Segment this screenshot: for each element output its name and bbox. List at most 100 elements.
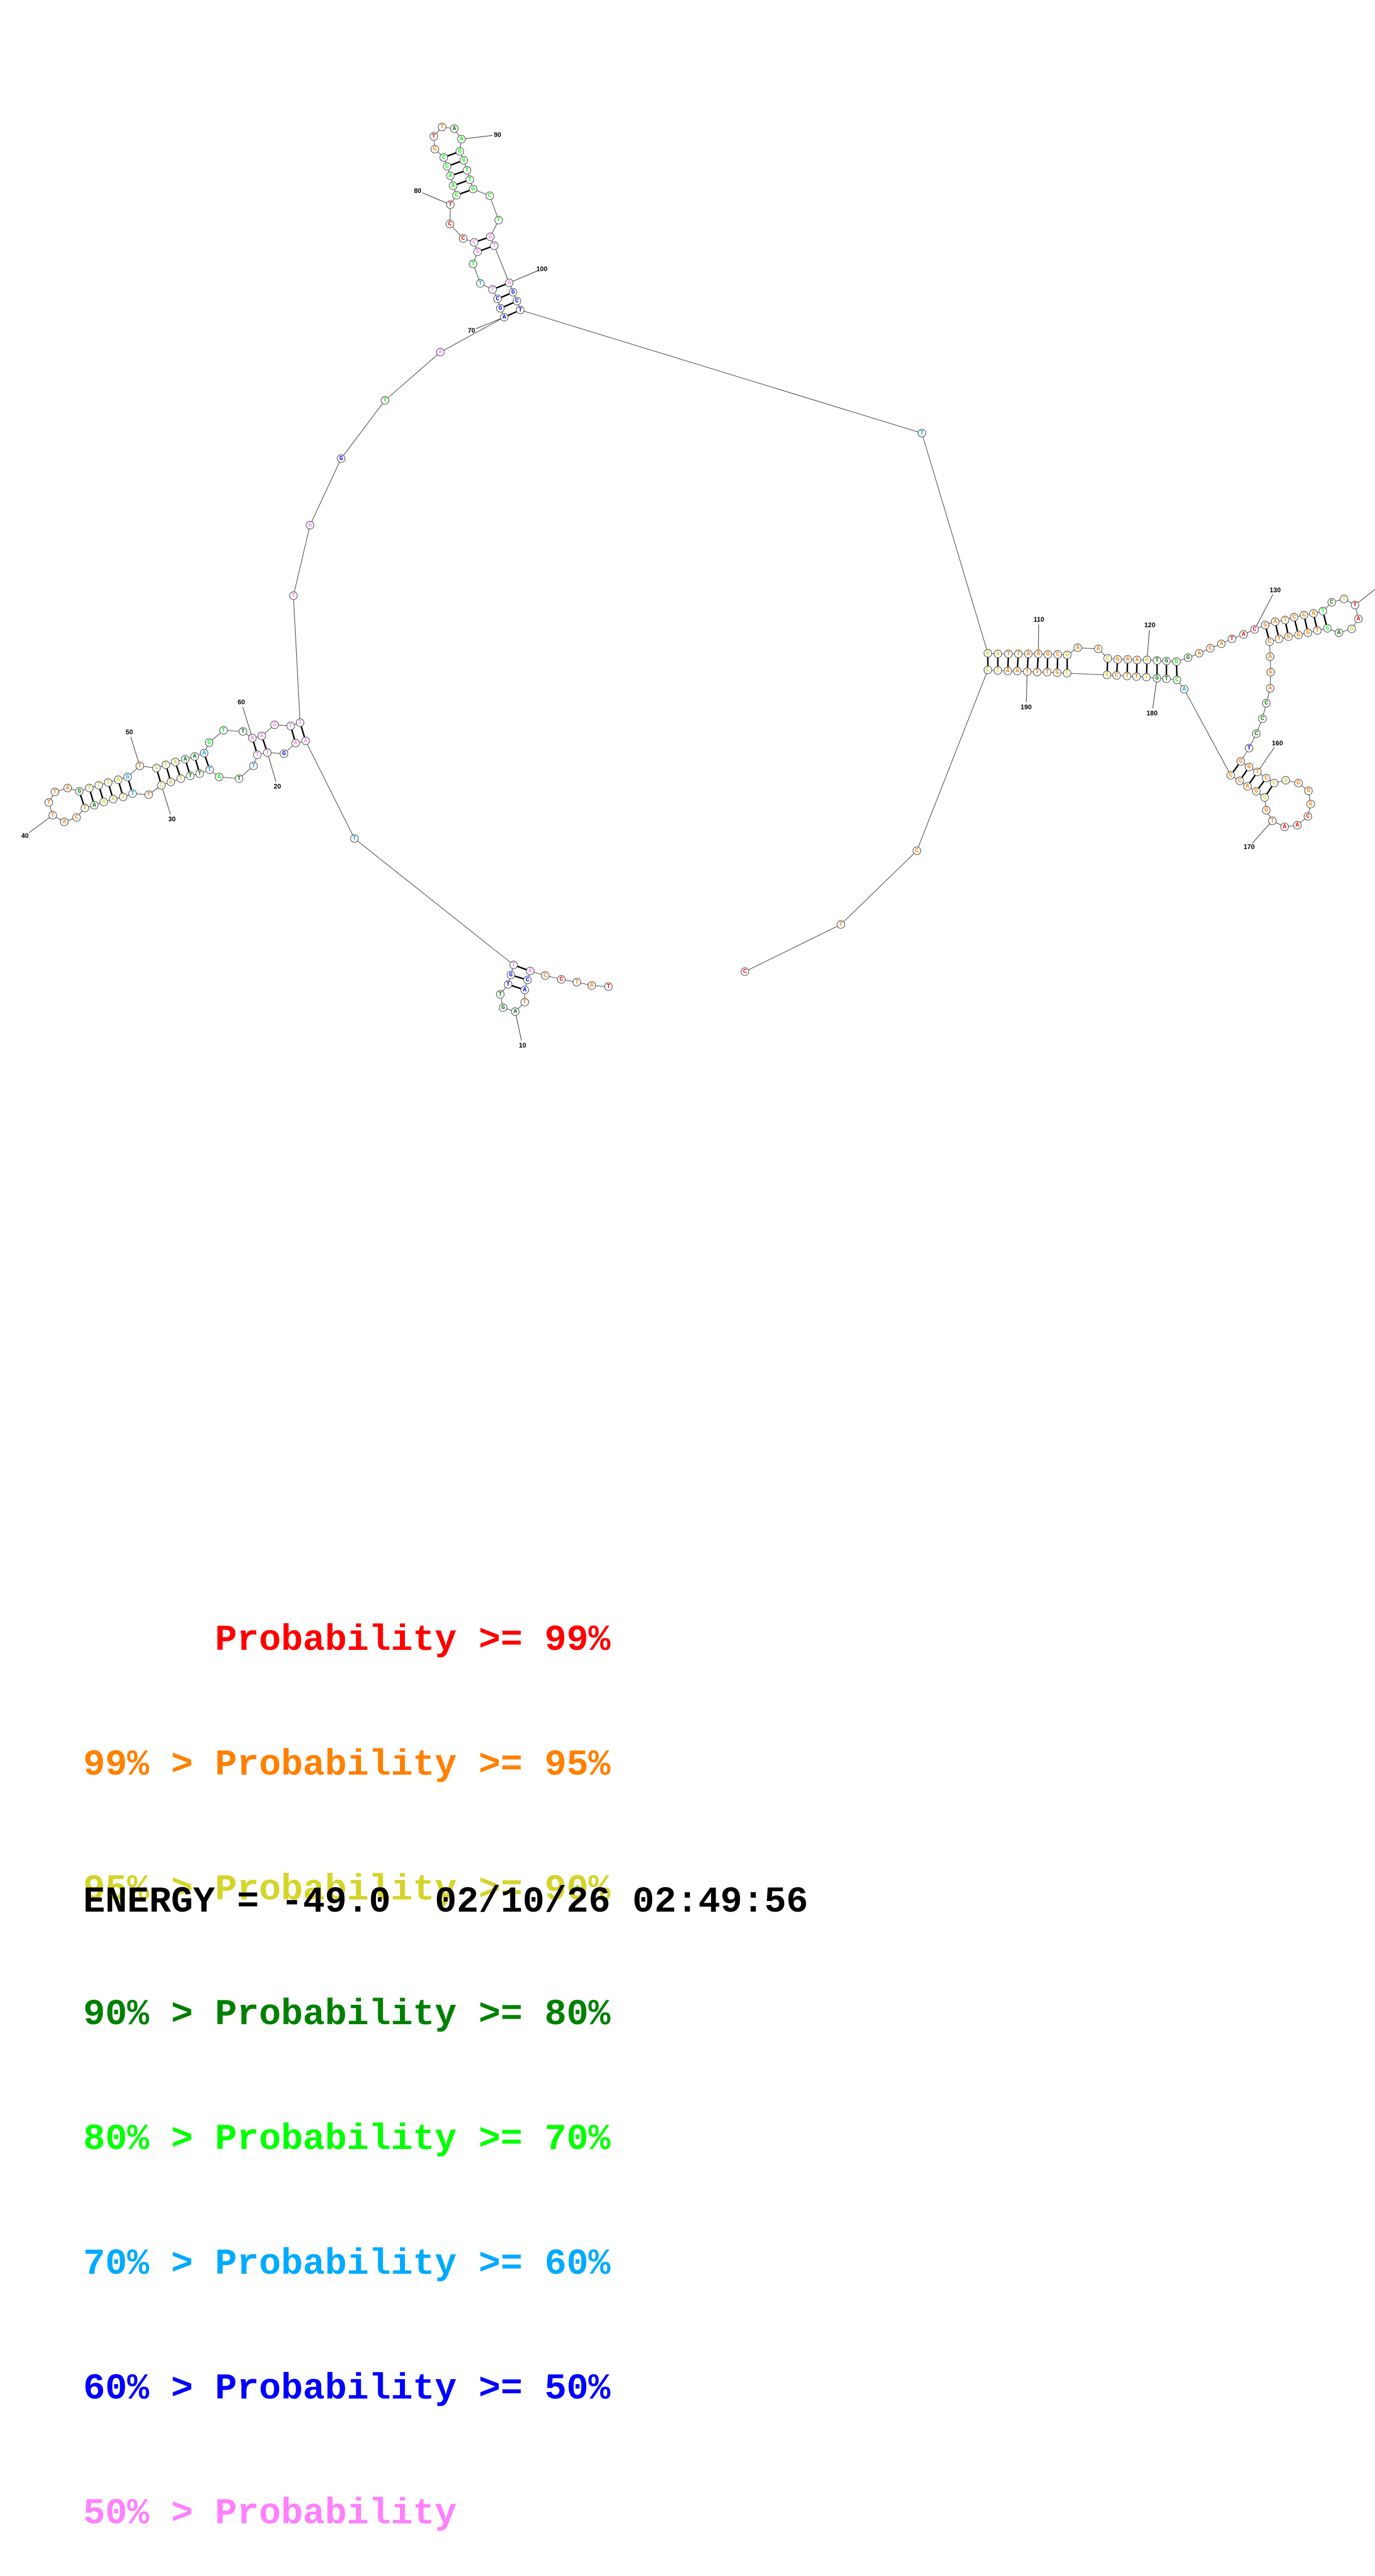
- nucleotide: T: [296, 718, 305, 727]
- nucleotide-letter: T: [1353, 602, 1357, 609]
- nucleotide: G: [152, 764, 161, 773]
- nucleotide: G: [1284, 632, 1293, 641]
- nucleotide-letter: C: [448, 221, 452, 228]
- nucleotide: A: [99, 797, 108, 806]
- nucleotide: T: [186, 771, 195, 780]
- nucleotide: A: [1354, 614, 1363, 623]
- nucleotide: T: [1351, 601, 1359, 609]
- nucleotide-letter: A: [251, 735, 255, 742]
- nucleotide-circle: [486, 232, 495, 241]
- nucleotide: T: [104, 778, 113, 787]
- nucleotide-letter: T: [266, 750, 270, 756]
- nucleotide: G: [509, 288, 517, 297]
- nucleotide-circle: [983, 649, 992, 658]
- nucleotide-circle: [500, 313, 509, 322]
- nucleotide: A: [114, 775, 123, 784]
- nucleotide-circle: [520, 998, 529, 1007]
- nucleotide-letter: T: [1271, 818, 1275, 825]
- nucleotide-letter: T: [1247, 745, 1251, 752]
- nucleotide: C: [1303, 812, 1312, 821]
- nucleotide-circle: [917, 429, 926, 438]
- nucleotide: T: [1142, 673, 1151, 682]
- nucleotide: C: [983, 665, 992, 674]
- nucleotide-circle: [181, 755, 190, 764]
- nucleotide: T: [993, 666, 1002, 675]
- nucleotide: G: [1245, 763, 1254, 771]
- nucleotide-circle: [72, 813, 81, 822]
- nucleotide-circle: [1275, 634, 1283, 643]
- nucleotide-letter: T: [51, 812, 55, 819]
- nucleotide-circle: [1347, 624, 1356, 633]
- nucleotide-circle: [205, 765, 214, 774]
- nucleotide: A: [109, 795, 118, 804]
- nucleotide-letter: C: [442, 155, 446, 161]
- nucleotide-letter: G: [1239, 759, 1243, 765]
- nucleotide: C: [445, 220, 454, 228]
- nucleotide-circle: [1153, 674, 1161, 683]
- backbone-segment: [384, 352, 441, 401]
- nucleotide-circle: [104, 778, 113, 787]
- nucleotide-letter: G: [1350, 626, 1354, 633]
- nucleotide: T: [572, 978, 581, 987]
- nucleotide-letter: A: [1145, 657, 1149, 664]
- nucleotide-letter: T: [208, 767, 212, 774]
- nucleotide: G: [270, 720, 279, 729]
- nucleotide-letter: T: [289, 723, 293, 730]
- nucleotide-letter: T: [131, 791, 135, 797]
- nucleotide: T: [494, 216, 503, 225]
- nucleotide-letter: A: [514, 1009, 517, 1015]
- nucleotide: G: [1063, 651, 1072, 659]
- nucleotide-letter: A: [1220, 641, 1224, 648]
- nucleotide-letter: A: [1283, 824, 1287, 831]
- nucleotide: T: [1132, 672, 1141, 681]
- nucleotide-circle: [1162, 657, 1171, 665]
- nucleotide-circle: [587, 981, 596, 990]
- nucleotide: A: [1123, 655, 1132, 664]
- nucleotide-circle: [509, 288, 517, 297]
- nucleotide-letter: A: [116, 777, 120, 784]
- nucleotide-circle: [114, 775, 123, 784]
- nucleotide-letter: C: [1330, 599, 1334, 606]
- nucleotide-letter: G: [986, 651, 990, 657]
- nucleotide-letter: C: [1302, 612, 1306, 619]
- nucleotide-letter: C: [160, 783, 164, 789]
- nucleotide: C: [1262, 699, 1271, 708]
- nucleotide-circle: [993, 666, 1002, 675]
- nucleotide-circle: [1271, 617, 1280, 626]
- nucleotide-letter: T: [1036, 669, 1039, 676]
- nucleotide-circle: [161, 760, 170, 769]
- nucleotide-circle: [1153, 656, 1161, 665]
- nucleotide-circle: [836, 920, 845, 929]
- nucleotide: C: [493, 294, 502, 303]
- nucleotide-circle: [1226, 771, 1235, 780]
- nucleotide-circle: [1123, 672, 1132, 680]
- nucleotide-letter: T: [1283, 617, 1287, 624]
- nucleotide: T: [176, 774, 185, 783]
- nucleotide-circle: [1063, 651, 1072, 659]
- nucleotide-circle: [1004, 649, 1013, 658]
- nucleotide-circle: [90, 801, 99, 810]
- nucleotide-letter: T: [440, 124, 444, 131]
- nucleotide-circle: [1033, 668, 1042, 677]
- nucleotide-circle: [496, 990, 505, 999]
- nucleotide-circle: [469, 185, 478, 194]
- nucleotide-circle: [493, 294, 502, 303]
- nucleotide-letter: A: [1037, 651, 1041, 658]
- backbone-segment: [744, 924, 841, 972]
- nucleotide: C: [157, 781, 166, 790]
- nucleotide-circle: [465, 175, 474, 184]
- probability-legend: Probability >= 99% 99% > Probability >= …: [83, 1536, 611, 2576]
- nucleotide: C: [452, 191, 461, 200]
- nucleotide-circle: [1323, 624, 1332, 633]
- label-line: [28, 815, 53, 834]
- nucleotide-letter: T: [256, 752, 260, 759]
- legend-row-60: 70% > Probability >= 60%: [83, 2243, 611, 2285]
- nucleotide-letter: A: [1337, 630, 1341, 637]
- nucleotide-circle: [219, 726, 228, 735]
- nucleotide: C: [1063, 669, 1072, 678]
- nucleotide-circle: [1180, 685, 1189, 694]
- nucleotide-circle: [50, 787, 59, 796]
- nucleotide-circle: [513, 297, 521, 306]
- backbone-segment: [494, 245, 510, 283]
- nucleotide-circle: [1243, 782, 1252, 791]
